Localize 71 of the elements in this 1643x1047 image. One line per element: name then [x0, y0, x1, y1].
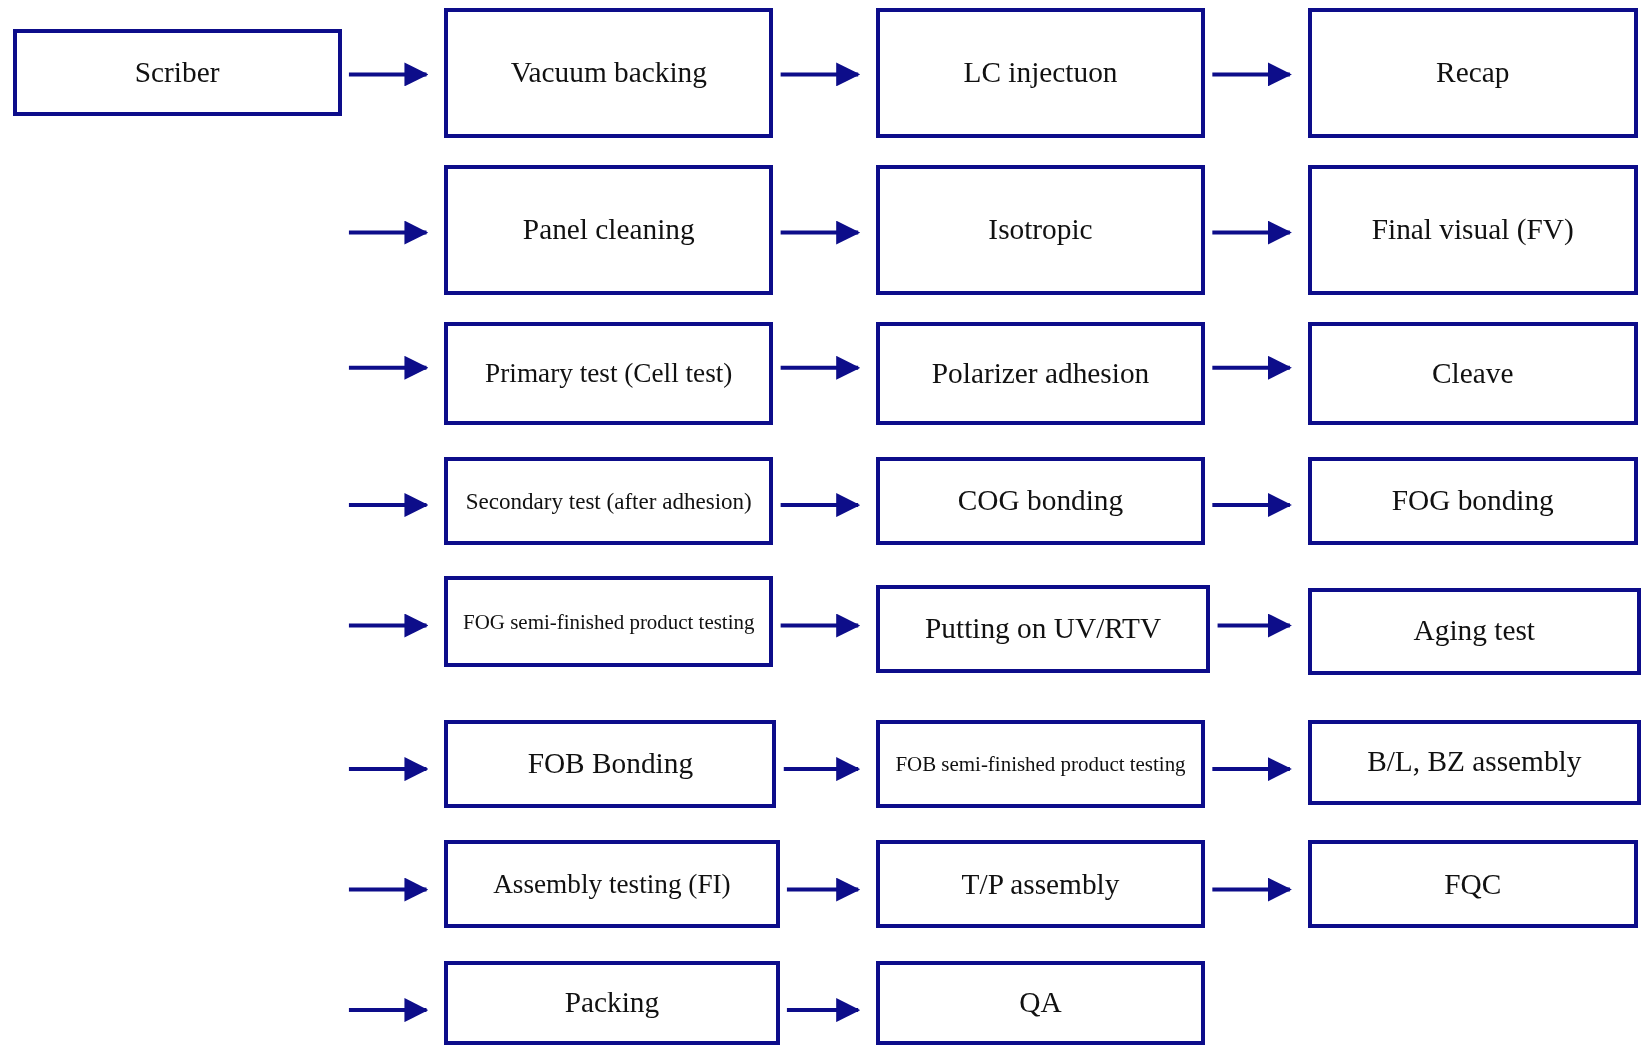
arrow — [348, 613, 429, 638]
arrow — [786, 877, 861, 902]
process-box — [444, 576, 774, 668]
box-label: LC injectuon — [963, 56, 1118, 91]
process-box — [444, 840, 780, 929]
process-box — [1307, 164, 1638, 296]
arrow — [1212, 493, 1292, 518]
process-box — [876, 321, 1205, 426]
process-box — [876, 456, 1205, 545]
box-label: FOG bonding — [1391, 484, 1554, 518]
box-label: QA — [1019, 985, 1062, 1020]
arrow — [1212, 757, 1292, 782]
arrow — [1212, 62, 1292, 87]
arrow — [780, 62, 861, 87]
box-label: Secondary test (after adhesion) — [465, 487, 752, 515]
box-label: Scriber — [134, 55, 220, 90]
process-box — [444, 456, 774, 545]
box-label: Primary test (Cell test) — [485, 357, 733, 390]
process-box — [876, 164, 1205, 296]
arrow — [348, 355, 429, 380]
process-box — [876, 719, 1205, 808]
box-label: FOG semi-finished product testing — [463, 609, 755, 634]
box-label: B/L, BZ assembly — [1367, 745, 1582, 780]
arrow — [780, 493, 861, 518]
box-label: Packing — [564, 985, 660, 1020]
arrow — [348, 493, 429, 518]
arrow — [780, 220, 861, 245]
box-label: Panel cleaning — [522, 213, 695, 247]
box-label: Putting on UV/RTV — [925, 611, 1162, 646]
box-label: FOB Bonding — [527, 747, 694, 781]
arrow — [1212, 355, 1292, 380]
arrow — [348, 220, 429, 245]
arrow — [348, 998, 429, 1023]
box-label: Recap — [1436, 56, 1510, 91]
process-box — [1307, 8, 1638, 139]
process-box — [1307, 840, 1638, 929]
process-box — [444, 164, 774, 296]
arrow — [783, 757, 861, 782]
box-label: T/P assembly — [961, 867, 1120, 902]
arrow — [348, 62, 429, 87]
box-label: Aging test — [1413, 614, 1535, 649]
arrow — [1217, 613, 1292, 638]
process-box — [444, 719, 777, 808]
arrow — [1212, 220, 1292, 245]
process-box — [12, 29, 342, 117]
arrow — [348, 757, 429, 782]
process-box — [444, 8, 774, 139]
process-box — [876, 840, 1205, 929]
process-box — [876, 960, 1205, 1045]
process-box — [1307, 587, 1641, 675]
process-box — [1307, 719, 1641, 805]
arrow — [1212, 877, 1292, 902]
process-box — [444, 321, 774, 426]
box-label: Final visual (FV) — [1371, 213, 1574, 247]
box-label: Polarizer adhesion — [931, 356, 1150, 391]
process-box — [444, 960, 780, 1045]
arrow — [786, 998, 861, 1023]
arrow — [780, 355, 861, 380]
box-label: Cleave — [1432, 356, 1514, 391]
arrow — [348, 877, 429, 902]
box-label: Isotropic — [988, 213, 1093, 247]
box-label: Vacuum backing — [510, 56, 707, 91]
box-label: Assembly testing (FI) — [493, 868, 731, 901]
box-label: COG bonding — [957, 484, 1124, 518]
process-box — [1307, 321, 1638, 426]
process-box — [876, 584, 1211, 673]
process-box — [1307, 456, 1638, 545]
box-label: FQC — [1444, 867, 1502, 902]
process-box — [876, 8, 1205, 139]
box-label: FOB semi-finished product testing — [895, 751, 1186, 776]
arrow — [780, 613, 861, 638]
